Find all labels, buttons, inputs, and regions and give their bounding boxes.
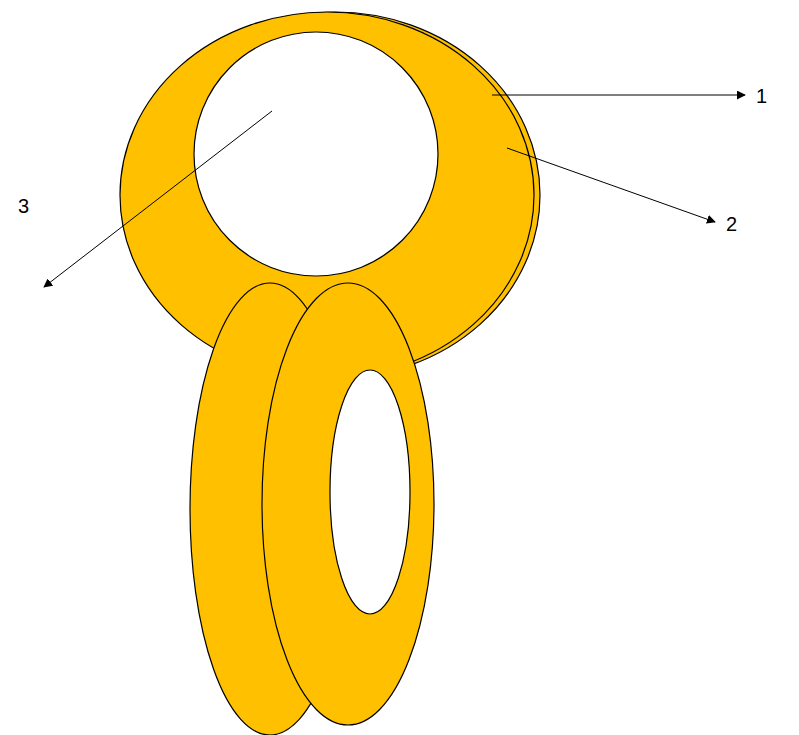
leader-arrow [492, 95, 745, 96]
callout-number: 3 [18, 196, 29, 216]
leader-arrow [44, 111, 272, 287]
callout-number: 2 [726, 214, 737, 234]
ring-hole [330, 370, 410, 614]
ring-front-face [262, 283, 434, 725]
ring-hole [194, 32, 438, 276]
callout-number: 1 [756, 86, 767, 106]
leader-arrow [507, 148, 715, 222]
